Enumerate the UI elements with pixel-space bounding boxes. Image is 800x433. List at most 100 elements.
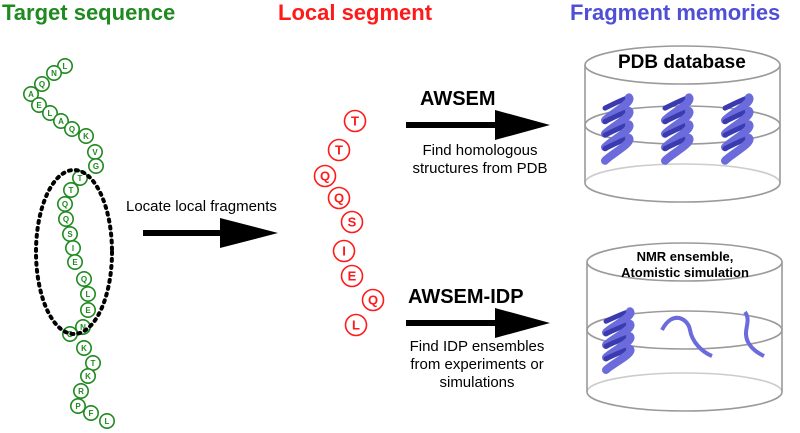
awsem-desc-line2: structures from PDB	[412, 160, 548, 177]
svg-text:L: L	[352, 318, 360, 333]
target-sequence-header: Target sequence	[2, 0, 176, 25]
awsem-idp-desc-line1: Find IDP ensembles	[409, 338, 545, 355]
target-residue: Q	[33, 76, 50, 93]
target-residue: Q	[76, 270, 93, 287]
helix-structure-2	[661, 93, 694, 165]
target-residue: R	[73, 382, 90, 399]
svg-text:Q: Q	[63, 215, 69, 224]
target-residue: K	[76, 339, 93, 356]
svg-text:Q: Q	[69, 125, 75, 134]
svg-text:A: A	[28, 90, 34, 99]
svg-text:E: E	[72, 258, 78, 267]
awsem-arrow	[406, 110, 550, 140]
target-residue: E	[30, 97, 47, 114]
idp-coil-structure-2	[743, 310, 765, 358]
nmr-ensemble-cylinder	[586, 242, 783, 412]
svg-text:T: T	[91, 359, 96, 368]
svg-text:Q: Q	[81, 275, 87, 284]
svg-text:S: S	[348, 215, 357, 230]
svg-text:Q: Q	[334, 191, 344, 206]
svg-text:T: T	[351, 114, 359, 129]
pdb-database-label: PDB database	[618, 52, 746, 73]
svg-text:N: N	[51, 69, 57, 78]
target-residue: K	[80, 367, 97, 384]
svg-text:E: E	[36, 101, 42, 110]
helix-structure-1	[601, 93, 634, 165]
target-residue: P	[70, 397, 87, 414]
svg-text:L: L	[48, 109, 53, 118]
idp-helix-structure	[602, 307, 635, 374]
awsem-title: AWSEM	[420, 88, 496, 110]
svg-text:P: P	[75, 402, 81, 411]
svg-text:V: V	[92, 148, 98, 157]
target-residue: L	[80, 285, 97, 302]
target-residue: L	[41, 105, 58, 122]
svg-text:E: E	[348, 269, 357, 284]
awsem-idp-title: AWSEM-IDP	[408, 286, 524, 308]
target-residue: N	[45, 65, 62, 82]
local-residue: Q	[327, 186, 351, 210]
locate-arrow	[143, 218, 278, 248]
target-residue: Q	[64, 121, 81, 138]
local-residue: I	[332, 239, 356, 263]
local-residue: T	[327, 138, 351, 162]
fragment-memories-header: Fragment memories	[570, 0, 781, 25]
svg-text:R: R	[78, 387, 84, 396]
awsem-idp-desc-line2: from experiments or	[410, 356, 544, 373]
target-residue: Q	[56, 196, 73, 213]
target-residue: F	[83, 404, 100, 421]
target-residue: K	[78, 128, 95, 145]
svg-text:L: L	[105, 417, 110, 426]
target-residue: G	[88, 158, 105, 175]
svg-text:K: K	[83, 132, 89, 141]
local-residue: T	[343, 109, 367, 133]
svg-text:T: T	[78, 174, 83, 183]
svg-text:K: K	[81, 344, 87, 353]
svg-text:E: E	[85, 306, 91, 315]
target-residue: V	[87, 144, 104, 161]
target-residue: Q	[57, 211, 74, 228]
svg-text:L: L	[63, 62, 68, 71]
nmr-label-line2: Atomistic simulation	[621, 265, 749, 280]
local-residue: E	[340, 264, 364, 288]
highlight-ellipse	[34, 168, 114, 336]
svg-text:S: S	[67, 230, 73, 239]
awsem-idp-desc-line3: simulations	[439, 374, 515, 391]
svg-text:Q: Q	[62, 200, 68, 209]
svg-text:F: F	[89, 409, 94, 418]
svg-text:G: G	[93, 162, 99, 171]
target-residue: A	[52, 113, 69, 130]
svg-text:L: L	[86, 290, 91, 299]
target-residue: L	[99, 412, 116, 429]
svg-text:T: T	[335, 143, 343, 158]
idp-ensemble-structures	[602, 307, 765, 374]
svg-text:I: I	[72, 244, 74, 253]
locate-label: Locate local fragments	[126, 198, 277, 215]
target-residue: A	[22, 86, 39, 103]
svg-text:T: T	[69, 186, 74, 195]
target-residue: I	[65, 240, 82, 257]
local-residue: Q	[361, 288, 385, 312]
pdb-helix-structures	[601, 93, 754, 165]
local-residue: L	[344, 313, 368, 337]
local-residue: S	[340, 210, 364, 234]
local-segment-header: Local segment	[278, 0, 433, 25]
awsem-desc-line1: Find homologous	[422, 142, 538, 159]
awsem-idp-arrow	[406, 308, 550, 338]
svg-text:I: I	[342, 244, 346, 259]
svg-text:Q: Q	[320, 169, 330, 184]
local-residue: Q	[313, 164, 337, 188]
helix-structure-3	[721, 93, 754, 165]
idp-coil-structure-1	[660, 316, 713, 358]
svg-text:Q: Q	[368, 293, 378, 308]
svg-text:Q: Q	[39, 80, 45, 89]
target-residue: E	[80, 301, 97, 318]
target-residue: E	[67, 254, 84, 271]
target-residue: S	[61, 226, 78, 243]
svg-text:N: N	[80, 323, 86, 332]
target-residue: T	[62, 182, 79, 199]
svg-text:K: K	[85, 372, 91, 381]
nmr-label-line1: NMR ensemble,	[636, 249, 734, 264]
